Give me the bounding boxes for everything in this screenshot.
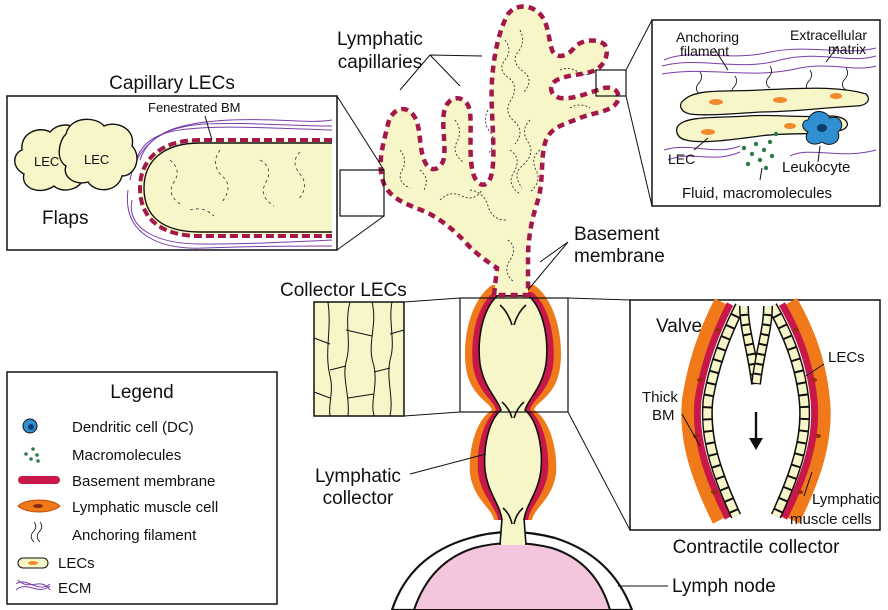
lymphatic-collector-label-2: collector (323, 488, 394, 509)
lymphatic-collector-vessel (465, 285, 561, 545)
muscle-cell-icon (18, 500, 60, 512)
legend-title: Legend (110, 382, 173, 403)
legend-item-label: ECM (58, 580, 91, 597)
lymphatic-collector-label-1: Lymphatic (315, 466, 401, 487)
lymph-node-label: Lymph node (672, 576, 776, 597)
basement-membrane-label-2: membrane (574, 246, 665, 267)
lymphatic-muscle-cells-label-1: Lymphatic (812, 491, 880, 508)
anchoring-filament-label-2: filament (680, 43, 729, 59)
lymphatic-muscle-cells-label-2: muscle cells (790, 511, 872, 528)
thick-bm-label-2: BM (652, 407, 675, 424)
fenestrated-bm-label: Fenestrated BM (148, 100, 241, 115)
lymphatic-capillaries-label-1: Lymphatic (337, 29, 423, 50)
legend-item-label: Macromolecules (72, 447, 181, 464)
basement-membrane-pointer (528, 242, 568, 290)
basement-membrane-label-1: Basement (574, 224, 660, 245)
lecs-valve-label: LECs (828, 349, 865, 366)
valve-label: Valve (656, 316, 702, 337)
basement-membrane-icon (18, 476, 60, 484)
fluid-macromolecules-label: Fluid, macromolecules (682, 185, 832, 202)
collector-lecs-label: Collector LECs (280, 280, 407, 301)
capillary-lecs-title: Capillary LECs (109, 73, 235, 94)
lec-label-2: LEC (84, 152, 109, 167)
leukocyte-label: Leukocyte (782, 159, 850, 176)
legend-item-label: LECs (58, 555, 95, 572)
legend-item-label: Basement membrane (72, 473, 215, 490)
legend-item-label: Lymphatic muscle cell (72, 499, 218, 516)
legend-item-label: Dendritic cell (DC) (72, 419, 194, 436)
legend-item-label: Anchoring filament (72, 527, 197, 544)
contractile-collector-label: Contractile collector (673, 537, 841, 558)
extracellular-matrix-label-2: matrix (828, 41, 866, 57)
thick-bm-label-1: Thick (642, 389, 678, 406)
lymphatic-capillaries-label-2: capillaries (338, 52, 422, 73)
lec-zoom-label: LEC (668, 151, 695, 167)
lec-label-1: LEC (34, 154, 59, 169)
lec-icon (18, 558, 48, 568)
flaps-label: Flaps (42, 208, 88, 229)
